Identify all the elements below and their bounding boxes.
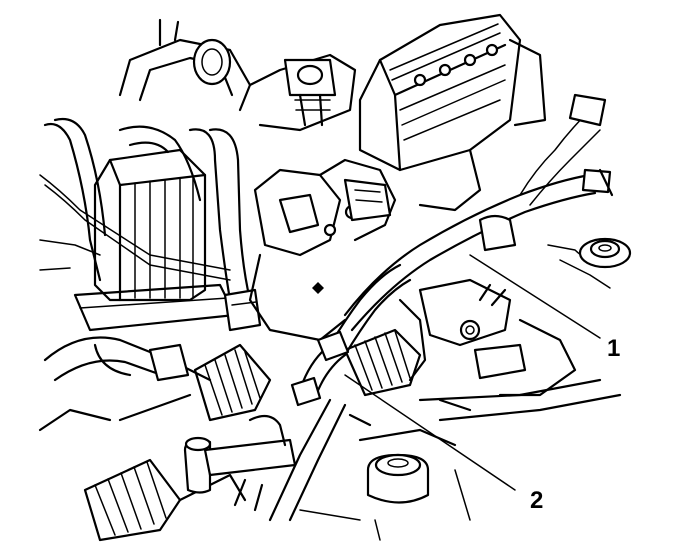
corrugated-boot-center — [343, 328, 422, 397]
lower-left-suspension — [38, 336, 212, 432]
callout-1: 1 — [607, 335, 620, 362]
grommet-right — [578, 237, 632, 269]
callout-2: 2 — [530, 487, 543, 514]
valve-cover-bolts — [413, 43, 499, 87]
power-steering-hose — [268, 263, 412, 522]
left-wire-harness — [39, 117, 231, 282]
tie-rod-bracket — [183, 414, 297, 512]
center-components — [248, 158, 397, 342]
intake-ducting — [118, 18, 357, 132]
relay-box — [73, 148, 237, 332]
lower-frame — [299, 378, 622, 541]
upper-wire-harness — [343, 93, 614, 332]
leader-line-1 — [469, 254, 601, 339]
right-brackets — [398, 278, 577, 397]
reservoir-cap — [348, 398, 472, 504]
leader-line-2 — [344, 374, 516, 491]
corrugated-boot-left — [193, 343, 272, 422]
engine-block — [358, 13, 547, 212]
